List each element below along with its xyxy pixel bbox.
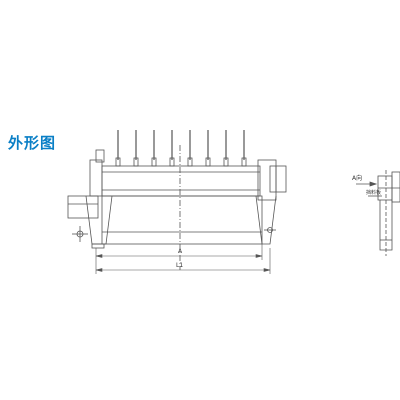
left-leg [85, 195, 113, 245]
dimension-lines [95, 244, 271, 274]
top-pins [115, 130, 247, 167]
machine-body [101, 165, 261, 197]
left-end-plate [89, 159, 103, 197]
pin-bolt [223, 130, 229, 167]
left-base [67, 195, 99, 219]
pin-bolt [151, 130, 157, 167]
view-a-label: A向 [352, 174, 362, 182]
front-view [67, 145, 287, 270]
side-view [356, 170, 400, 256]
page-title: 外形图 [8, 134, 57, 152]
lower-frame [101, 195, 263, 245]
pin-bolt [187, 130, 193, 167]
dim-a-label: A [178, 248, 183, 255]
pin-bolt [205, 130, 211, 167]
right-leg [255, 195, 277, 245]
dim-l1-label: L1 [176, 262, 183, 269]
pin-bolt [169, 130, 175, 167]
pin-bolt [241, 130, 247, 167]
right-motor [269, 165, 287, 193]
guide-plate-label: 挡料板 [366, 189, 381, 196]
pin-bolt [115, 130, 121, 167]
pin-bolt [133, 130, 139, 167]
